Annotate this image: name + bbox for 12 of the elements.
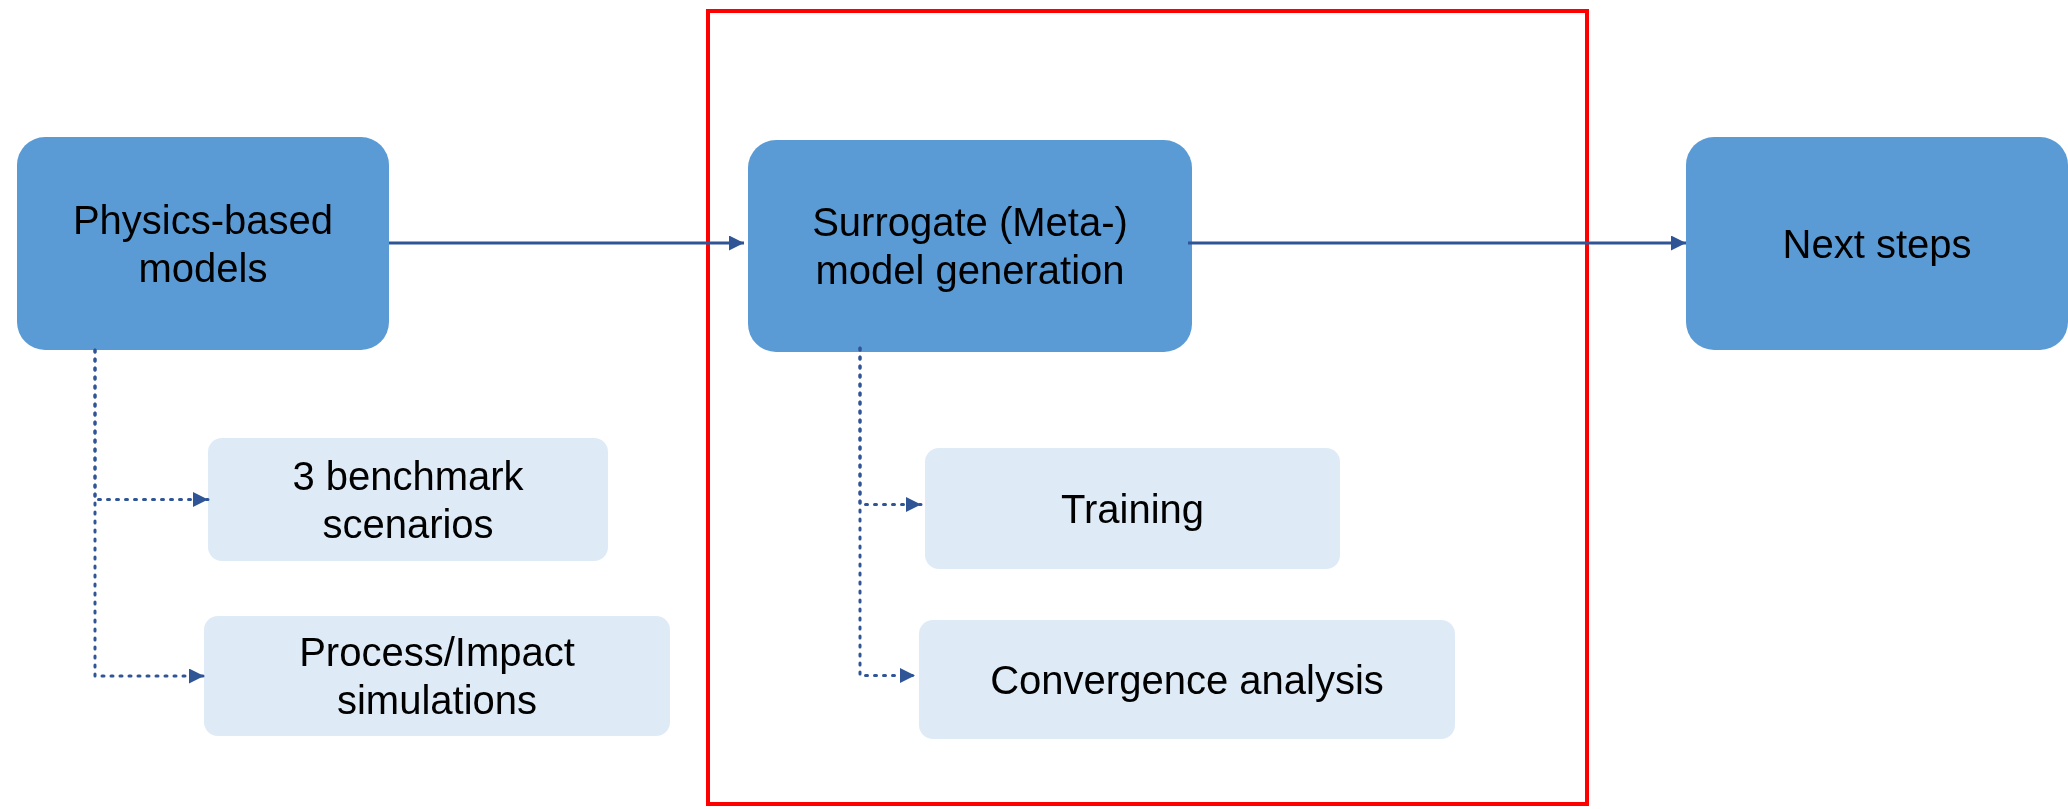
- arrow: [858, 346, 917, 683]
- arrow: [389, 235, 744, 251]
- process-box: 3 benchmark scenarios: [208, 438, 608, 561]
- arrow: [93, 348, 206, 684]
- arrow: [1188, 235, 1686, 251]
- process-box: Training: [925, 448, 1340, 569]
- process-box: Next steps: [1686, 137, 2068, 350]
- process-box: Process/Impact simulations: [204, 616, 670, 736]
- process-box: Physics-based models: [17, 137, 389, 350]
- highlight-frame: [706, 9, 1589, 806]
- process-box: Convergence analysis: [919, 620, 1455, 739]
- process-box: Surrogate (Meta-) model generation: [748, 140, 1192, 352]
